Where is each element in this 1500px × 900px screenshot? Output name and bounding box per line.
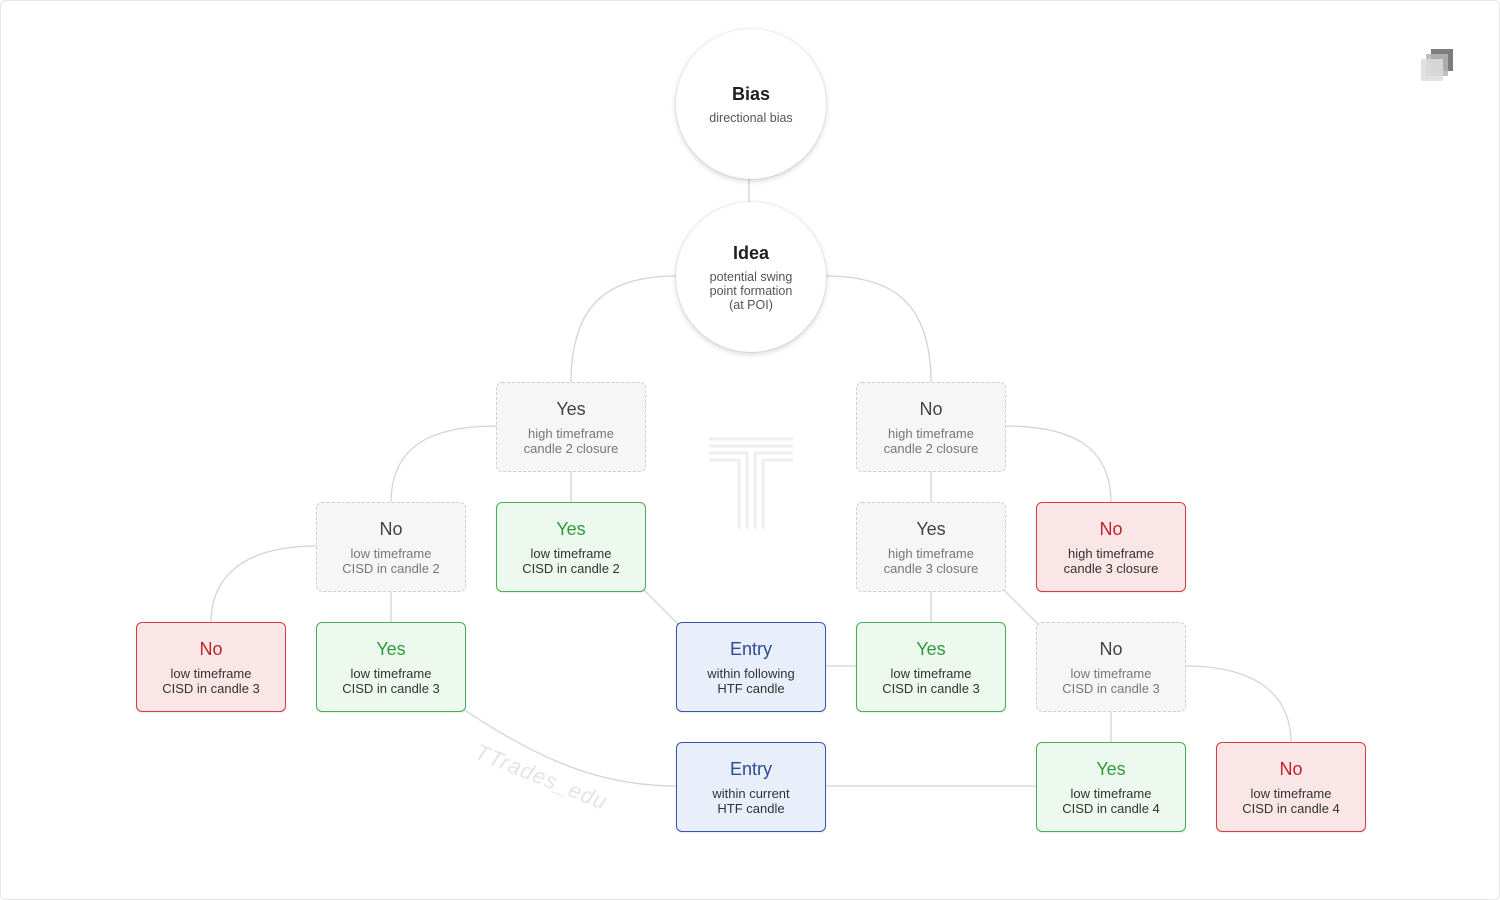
yes-htf-candle2-node: Yes high timeframe candle 2 closure — [496, 382, 646, 472]
node-subtitle: low timeframe CISD in candle 4 — [1062, 786, 1160, 816]
node-subtitle: high timeframe candle 2 closure — [883, 426, 979, 456]
layers-logo-icon — [1421, 49, 1453, 81]
link-yes-ltf-c3-entry-current — [462, 708, 678, 787]
node-subtitle: within current HTF candle — [712, 786, 790, 816]
no-ltf-candle4-node: No low timeframe CISD in candle 4 — [1216, 742, 1366, 832]
node-title: No — [919, 399, 943, 419]
link-yes-htf-c2-no-ltf-c2 — [390, 425, 498, 504]
node-title: Yes — [556, 519, 586, 539]
node-title: Yes — [376, 639, 406, 659]
link-idea-no-htf-c2 — [825, 275, 932, 384]
link-yes-ltf-c2-entry-following — [642, 588, 680, 626]
idea-subtitle: potential swing point formation (at POI) — [709, 270, 793, 312]
node-subtitle: low timeframe CISD in candle 2 — [522, 546, 620, 576]
link-idea-yes-htf-c2 — [570, 275, 677, 384]
node-title: Entry — [729, 639, 772, 659]
yes-ltf-candle4-node: Yes low timeframe CISD in candle 4 — [1036, 742, 1186, 832]
yes-ltf-candle3-right-node: Yes low timeframe CISD in candle 3 — [856, 622, 1006, 712]
yes-htf-candle3-node: Yes high timeframe candle 3 closure — [856, 502, 1006, 592]
bias-node: Bias directional bias — [676, 29, 826, 179]
bias-subtitle: directional bias — [709, 111, 793, 125]
node-subtitle: high timeframe candle 3 closure — [1063, 546, 1159, 576]
entry-following-htf-node: Entry within following HTF candle — [676, 622, 826, 712]
node-title: No — [1099, 519, 1123, 539]
node-title: Entry — [729, 759, 772, 779]
node-subtitle: low timeframe CISD in candle 3 — [162, 666, 260, 696]
node-title: No — [199, 639, 223, 659]
node-subtitle: low timeframe CISD in candle 4 — [1242, 786, 1340, 816]
idea-title: Idea — [732, 243, 770, 263]
node-title: No — [1279, 759, 1303, 779]
node-subtitle: high timeframe candle 2 closure — [523, 426, 619, 456]
no-ltf-candle3-right-node: No low timeframe CISD in candle 3 — [1036, 622, 1186, 712]
no-htf-candle2-node: No high timeframe candle 2 closure — [856, 382, 1006, 472]
link-yes-htf-c3-no-ltf-c3 — [1002, 588, 1040, 626]
node-subtitle: within following HTF candle — [707, 666, 795, 696]
node-title: Yes — [916, 639, 946, 659]
node-subtitle: low timeframe CISD in candle 3 — [882, 666, 980, 696]
watermark-logo-icon — [709, 437, 793, 529]
link-no-ltf-c3-no-ltf-c4 — [1184, 665, 1292, 744]
entry-current-htf-node: Entry within current HTF candle — [676, 742, 826, 832]
yes-ltf-candle3-left-node: Yes low timeframe CISD in candle 3 — [316, 622, 466, 712]
node-subtitle: low timeframe CISD in candle 3 — [342, 666, 440, 696]
node-subtitle: low timeframe CISD in candle 2 — [342, 546, 440, 576]
node-subtitle: low timeframe CISD in candle 3 — [1062, 666, 1160, 696]
node-title: No — [1099, 639, 1123, 659]
idea-node: Idea potential swing point formation (at… — [676, 202, 826, 352]
no-ltf-candle3-left-node: No low timeframe CISD in candle 3 — [136, 622, 286, 712]
node-title: Yes — [916, 519, 946, 539]
node-subtitle: high timeframe candle 3 closure — [883, 546, 979, 576]
link-no-htf-c2-no-htf-c3 — [1004, 425, 1112, 504]
node-title: Yes — [1096, 759, 1126, 779]
bias-title: Bias — [731, 84, 771, 104]
node-title: No — [379, 519, 403, 539]
no-ltf-candle2-node: No low timeframe CISD in candle 2 — [316, 502, 466, 592]
node-title: Yes — [556, 399, 586, 419]
yes-ltf-candle2-node: Yes low timeframe CISD in candle 2 — [496, 502, 646, 592]
link-no-ltf-c2-no-ltf-c3 — [210, 545, 318, 624]
no-htf-candle3-node: No high timeframe candle 3 closure — [1036, 502, 1186, 592]
